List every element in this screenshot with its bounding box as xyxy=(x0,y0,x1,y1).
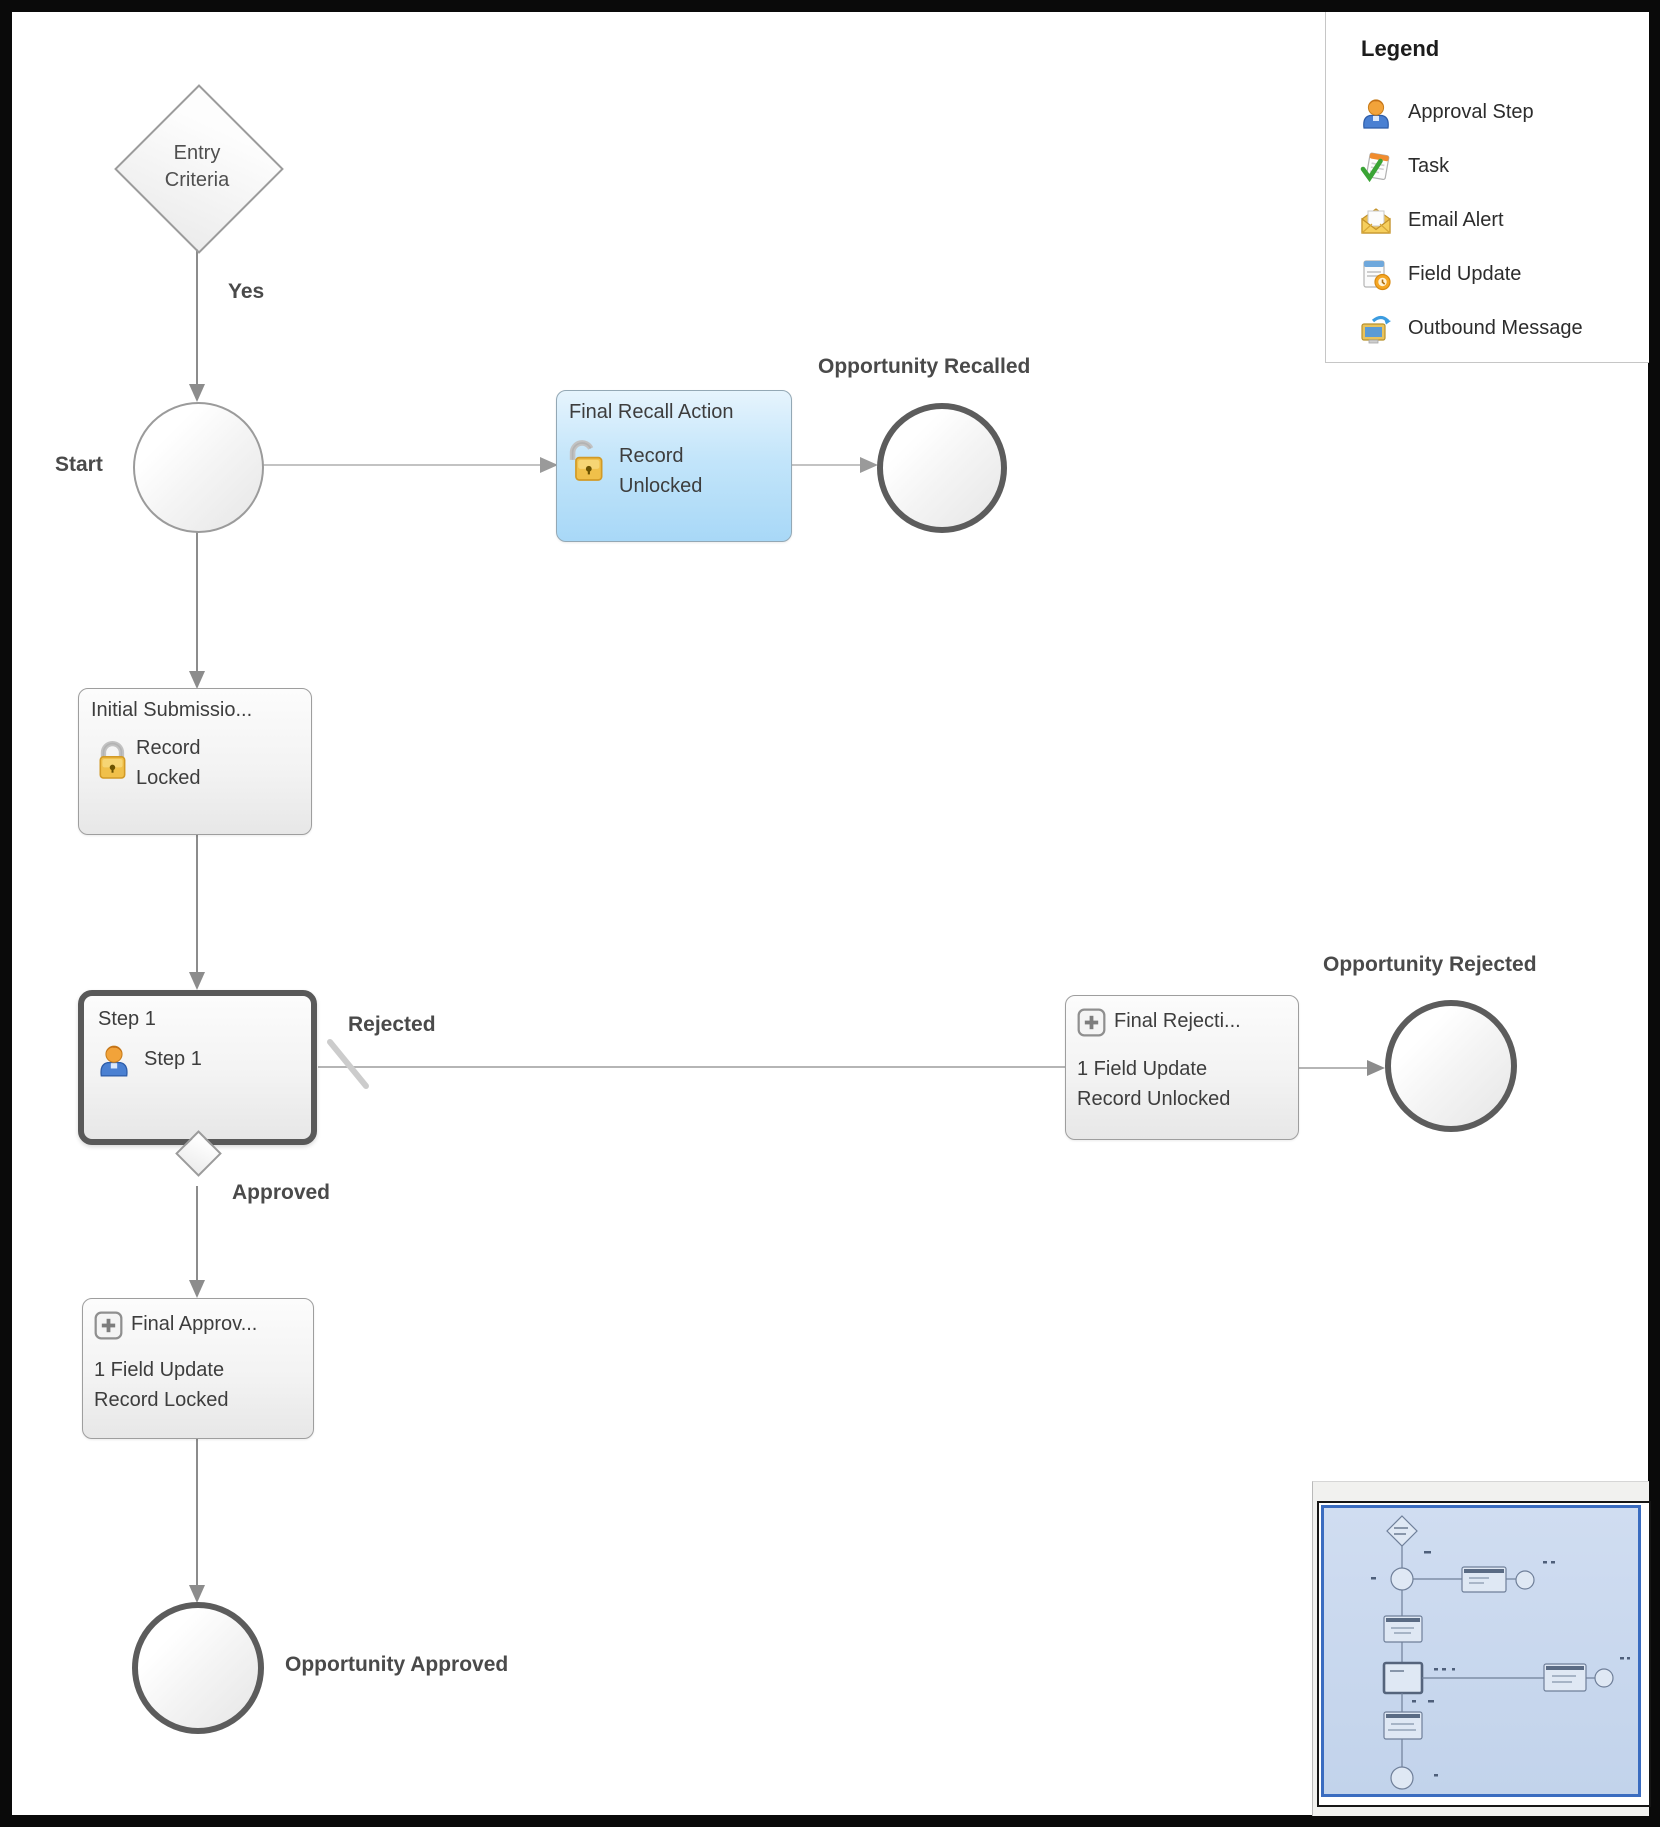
minimap[interactable] xyxy=(1317,1501,1651,1807)
opportunity-recalled-label: Opportunity Recalled xyxy=(818,355,1031,378)
entry-criteria-label: Entry Criteria xyxy=(137,140,257,194)
final-approval-detail: 1 Field Update Record Locked xyxy=(94,1355,229,1415)
initial-submission-node[interactable]: Initial Submissio... Record Locked xyxy=(78,688,312,835)
legend-label: Field Update xyxy=(1408,263,1522,285)
final-recall-action-node[interactable]: Final Recall Action Record Unlocked xyxy=(556,390,792,542)
final-rejection-detail-line2: Record Unlocked xyxy=(1077,1088,1231,1110)
yes-edge-label: Yes xyxy=(228,280,265,303)
legend-panel: Legend Approval Step xyxy=(1325,12,1649,363)
task-icon xyxy=(1359,150,1393,189)
start-circle[interactable] xyxy=(133,402,264,533)
legend-item-task: Task xyxy=(1326,148,1649,188)
edge-start-to-initial xyxy=(189,530,205,689)
approval-step-icon xyxy=(1359,96,1393,135)
legend-label: Task xyxy=(1408,155,1450,177)
final-approval-node[interactable]: Final Approv... 1 Field Update Record Lo… xyxy=(82,1298,314,1439)
final-rejection-node[interactable]: Final Rejecti... 1 Field Update Record U… xyxy=(1065,995,1299,1140)
entry-criteria-line2: Criteria xyxy=(164,169,230,191)
lock-open-icon xyxy=(567,437,605,490)
final-approval-detail-line2: Record Locked xyxy=(94,1389,229,1411)
final-rejection-detail: 1 Field Update Record Unlocked xyxy=(1077,1054,1230,1114)
email-alert-icon xyxy=(1359,204,1393,243)
edge-entry-to-start xyxy=(189,249,205,402)
initial-submission-detail-line2: Locked xyxy=(136,767,201,789)
edge-recall-to-recalled xyxy=(790,457,878,473)
legend-item-outbound-message: Outbound Message xyxy=(1326,310,1649,350)
legend-item-email-alert: Email Alert xyxy=(1326,202,1649,242)
rejected-slash-mark xyxy=(327,1039,369,1089)
final-approval-detail-line1: 1 Field Update xyxy=(94,1359,225,1381)
final-recall-detail-line2: Unlocked xyxy=(619,475,703,497)
legend-item-field-update: Field Update xyxy=(1326,256,1649,296)
initial-submission-title: Initial Submissio... xyxy=(91,699,253,721)
edge-initial-to-step1 xyxy=(189,834,205,990)
legend-title: Legend xyxy=(1361,36,1440,61)
final-rejection-title: Final Rejecti... xyxy=(1114,1010,1241,1032)
final-recall-detail: Record Unlocked xyxy=(619,441,702,501)
diagram-canvas[interactable]: Entry Criteria Yes Start Final Recall Ac… xyxy=(12,12,1651,1816)
start-label: Start xyxy=(55,453,103,476)
opportunity-recalled-circle[interactable] xyxy=(877,403,1007,533)
entry-criteria-line1: Entry xyxy=(173,142,221,164)
final-rejection-detail-line1: 1 Field Update xyxy=(1077,1058,1208,1080)
step1-detail: Step 1 xyxy=(144,1048,202,1070)
approved-edge-label: Approved xyxy=(232,1181,331,1204)
edge-step1-to-rejection xyxy=(318,1039,1065,1089)
step1-node[interactable]: Step 1 Step 1 xyxy=(78,990,317,1145)
final-recall-title: Final Recall Action xyxy=(569,401,734,423)
lock-closed-icon xyxy=(95,737,131,788)
opportunity-approved-label: Opportunity Approved xyxy=(285,1653,509,1676)
minimap-diagram xyxy=(1371,1515,1630,1790)
step1-title: Step 1 xyxy=(98,1008,156,1030)
edge-rejection-to-rejected xyxy=(1297,1060,1385,1076)
outbound-message-icon xyxy=(1359,312,1393,351)
final-recall-detail-line1: Record xyxy=(619,445,684,467)
edge-start-to-recall xyxy=(261,457,558,473)
plus-icon[interactable] xyxy=(1077,1008,1106,1042)
final-approval-title: Final Approv... xyxy=(131,1313,258,1335)
edge-approval-to-approved xyxy=(189,1437,205,1603)
field-update-icon xyxy=(1359,258,1393,297)
edge-approved-to-approval xyxy=(189,1186,205,1298)
approval-step-icon xyxy=(96,1042,132,1083)
legend-label: Outbound Message xyxy=(1408,317,1583,339)
opportunity-rejected-label: Opportunity Rejected xyxy=(1323,953,1537,976)
legend-label: Email Alert xyxy=(1408,209,1504,231)
opportunity-approved-circle[interactable] xyxy=(132,1602,264,1734)
rejected-edge-label: Rejected xyxy=(348,1013,436,1036)
initial-submission-detail: Record Locked xyxy=(136,733,201,793)
legend-item-approval-step: Approval Step xyxy=(1326,94,1649,134)
legend-label: Approval Step xyxy=(1408,101,1534,123)
minimap-viewport[interactable] xyxy=(1321,1505,1641,1797)
minimap-panel xyxy=(1312,1481,1651,1816)
opportunity-rejected-circle[interactable] xyxy=(1385,1000,1517,1132)
plus-icon[interactable] xyxy=(94,1311,123,1345)
initial-submission-detail-line1: Record xyxy=(136,737,201,759)
